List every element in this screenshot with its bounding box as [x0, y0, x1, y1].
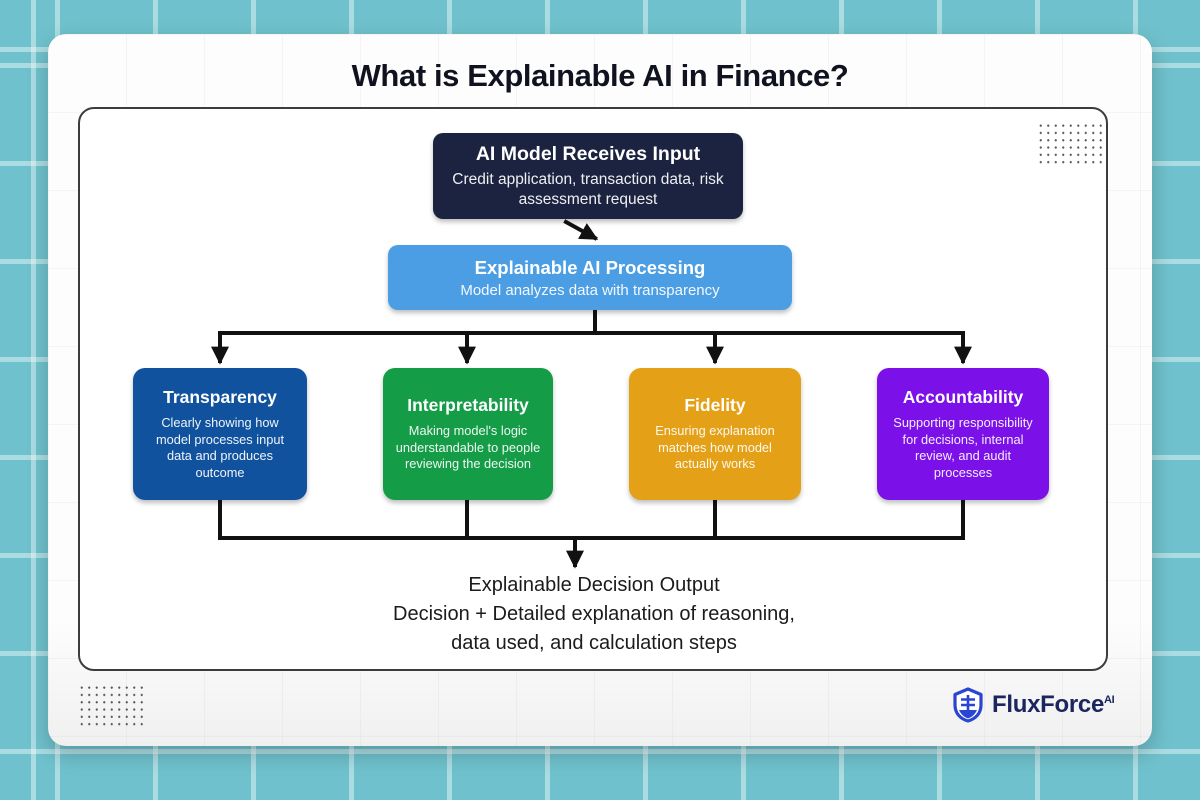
node-transparency: Transparency Clearly showing how model p…: [133, 368, 307, 500]
node-title: Interpretability: [407, 395, 529, 416]
node-title: Fidelity: [684, 395, 746, 416]
node-fidelity: Fidelity Ensuring explanation matches ho…: [629, 368, 801, 500]
output-line-3: data used, and calculation steps: [451, 632, 737, 654]
node-description: Supporting responsibility for decisions,…: [893, 415, 1033, 480]
node-interpretability: Interpretability Making model's logic un…: [383, 368, 553, 500]
shield-logo-icon: [953, 687, 983, 723]
output-line-1: Explainable Decision Output: [468, 574, 720, 596]
brand-logo: FluxForceAI: [952, 687, 1115, 723]
node-description: Clearly showing how model processes inpu…: [155, 415, 285, 480]
node-explainable-ai-processing: Explainable AI Processing Model analyzes…: [388, 245, 792, 310]
dot-pattern-top-right: [1037, 122, 1105, 166]
node-title: Transparency: [163, 387, 277, 407]
output-line-2: Decision + Detailed explanation of reaso…: [393, 603, 795, 625]
node-description: Model analyzes data with transparency: [460, 281, 720, 299]
node-description: Making model's logic understandable to p…: [395, 423, 541, 472]
node-accountability: Accountability Supporting responsibility…: [877, 368, 1049, 500]
node-ai-model-input: AI Model Receives Input Credit applicati…: [433, 133, 743, 219]
node-title: Accountability: [902, 387, 1024, 407]
brand-suffix: AI: [1104, 694, 1115, 706]
explainable-decision-output: Explainable Decision Output Decision + D…: [294, 571, 894, 658]
page-title: What is Explainable AI in Finance?: [351, 58, 849, 93]
node-description: Credit application, transaction data, ri…: [452, 170, 724, 208]
node-title: Explainable AI Processing: [474, 256, 706, 278]
node-title: AI Model Receives Input: [475, 142, 701, 165]
node-description: Ensuring explanation matches how model a…: [655, 423, 775, 472]
dot-pattern-bottom-left: [78, 684, 146, 728]
brand-name: FluxForceAI: [992, 691, 1115, 718]
